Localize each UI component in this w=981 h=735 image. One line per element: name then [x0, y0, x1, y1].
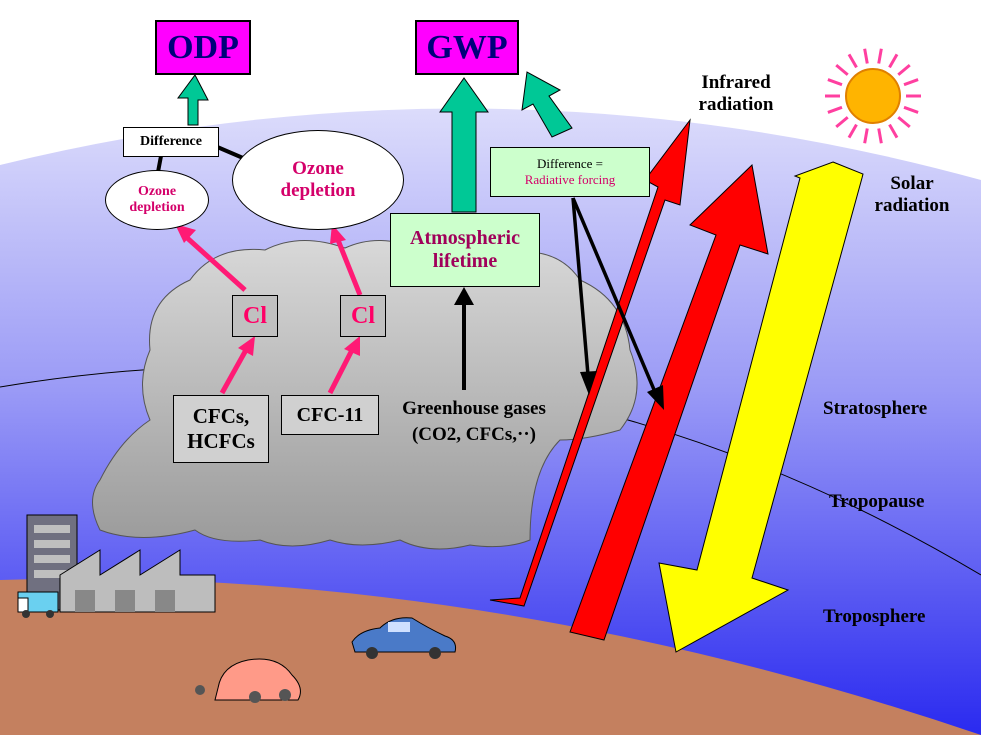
sun-ray	[827, 105, 843, 114]
factory	[59, 549, 216, 613]
sun-ray	[897, 63, 911, 76]
blue-car	[351, 617, 456, 659]
sun-ray	[827, 78, 843, 87]
ozone-depletion-large-label: Ozone depletion	[280, 158, 356, 201]
atmospheric-lifetime-box: Atmospheric lifetime	[390, 213, 540, 287]
forcing-arrowhead-1	[580, 371, 597, 395]
sun-ray	[897, 116, 911, 129]
solar-radiation-label: Solar radiation	[874, 173, 950, 216]
odp-label: ODP	[167, 28, 239, 66]
lifetime-arrowhead	[454, 287, 474, 305]
ozone-difference-label: Difference	[140, 134, 202, 149]
cl-left-label: Cl	[243, 302, 267, 329]
cl-box-left: Cl	[232, 295, 278, 337]
ozone-difference-box: Difference	[123, 127, 219, 157]
tropopause-label: Tropopause	[829, 491, 925, 512]
sun-ray	[903, 105, 919, 114]
gwp-label: GWP	[426, 28, 508, 66]
ozone-depletion-small: Ozone depletion	[105, 170, 209, 230]
pollution-cloud	[92, 239, 638, 550]
sun	[825, 48, 921, 144]
forcing-difference-label: Difference =	[537, 156, 603, 171]
sun-ray	[847, 53, 858, 69]
troposphere-label: Troposphere	[823, 606, 926, 627]
radiative-forcing-box: Difference = Radiative forcing	[490, 147, 650, 197]
cfcs-hcfcs-box: CFCs, HCFCs	[173, 395, 269, 463]
sun-ray	[877, 48, 883, 64]
teal-arrow-forcing	[521, 71, 573, 138]
cl-right-label: Cl	[351, 302, 375, 329]
pink-arrows	[175, 224, 363, 395]
teal-arrow-odp	[177, 74, 209, 126]
sun-ray	[877, 128, 883, 144]
ozone-depletion-large: Ozone depletion	[232, 130, 404, 230]
forcing-lines	[571, 197, 657, 393]
pink-car	[195, 658, 301, 703]
forcing-arrowhead-2	[647, 385, 664, 410]
sun-ray	[888, 53, 899, 69]
truck	[17, 591, 59, 618]
cfc11-label: CFC-11	[296, 403, 364, 426]
infrared-arrow-back	[569, 163, 769, 641]
gwp-box: GWP	[415, 20, 519, 75]
atmospheric-lifetime-label: Atmospheric lifetime	[410, 227, 520, 272]
greenhouse-gases-text: Greenhouse gases (CO2, CFCs,··)	[380, 398, 568, 446]
sun-ray	[863, 48, 869, 64]
stratosphere-label: Stratosphere	[823, 398, 928, 419]
cfc11-box: CFC-11	[281, 395, 379, 435]
sun-ray	[835, 116, 849, 129]
greenhouse-gases-line2: (CO2, CFCs,··)	[411, 423, 537, 445]
radiative-forcing-label: Radiative forcing	[524, 172, 616, 187]
sun-ray	[903, 78, 919, 87]
sun-ray	[863, 128, 869, 144]
solar-arrow	[658, 161, 864, 653]
sun-ray	[847, 123, 858, 139]
cl-box-right: Cl	[340, 295, 386, 337]
cfcs-hcfcs-label: CFCs, HCFCs	[187, 404, 255, 453]
sun-ray	[835, 63, 849, 76]
teal-arrow-lifetime	[439, 77, 489, 213]
odp-box: ODP	[155, 20, 251, 75]
greenhouse-gases-line1: Greenhouse gases	[402, 398, 546, 419]
sun-ray	[888, 123, 899, 139]
ozone-depletion-small-label: Ozone depletion	[129, 184, 185, 215]
infrared-arrow-outgoing	[489, 118, 691, 607]
infrared-radiation-label: Infrared radiation	[698, 72, 774, 115]
